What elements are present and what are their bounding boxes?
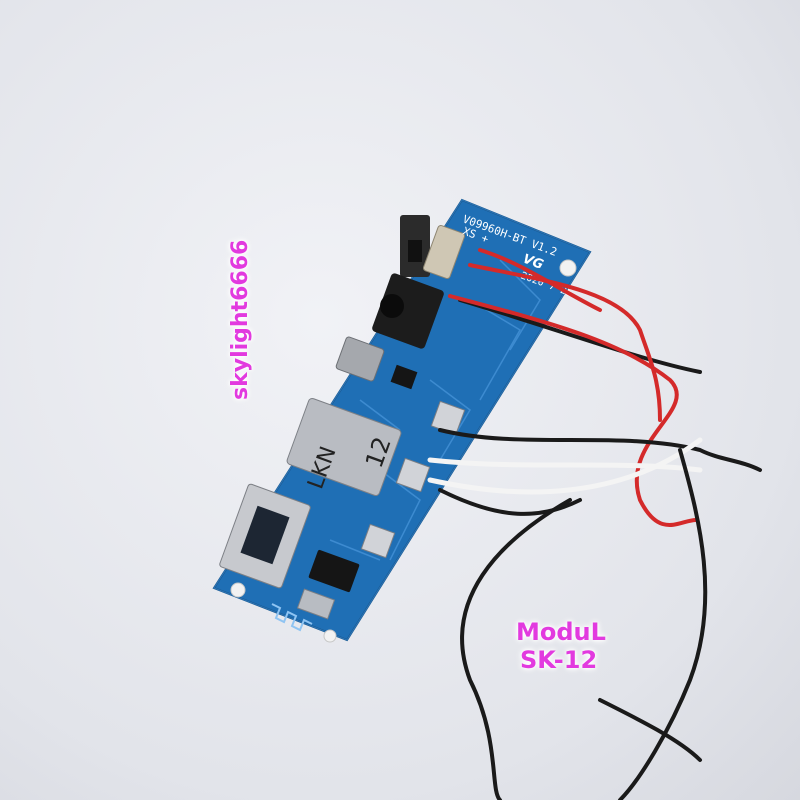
red-wire-3 [478,248,602,312]
micro-usb-port [335,336,385,382]
black-wire-2 [438,428,762,472]
audio-jack [372,273,444,349]
red-wire-1 [448,294,698,527]
slide-switch [400,215,430,277]
white-wire-2 [427,437,703,495]
black-wire-1 [458,298,702,374]
board-logo-marking: VG [521,252,546,273]
watermark-text: skylight6666 [228,239,253,400]
caption-line2: SK-12 [520,646,598,674]
red-wire-2 [468,263,662,422]
black-wire-6 [598,698,702,762]
mount-hole-bottom [323,629,337,643]
switch-module [422,225,466,279]
usb-a-port [219,483,311,589]
caption-line1: ModuL [516,618,606,646]
mount-hole-top-right [559,259,577,277]
antenna-trace [271,603,313,632]
black-wire-5 [618,448,708,800]
mount-hole-bottom-left [230,582,246,598]
main-ic-chip [308,549,360,593]
black-wire-3 [438,488,582,516]
tactile-button-3 [360,523,396,559]
tactile-button-2 [395,457,431,493]
crystal-oscillator [296,588,336,620]
white-wire-1 [427,457,703,473]
small-ic-chip [390,364,418,390]
black-wire-4 [460,498,572,800]
wires [427,248,762,800]
